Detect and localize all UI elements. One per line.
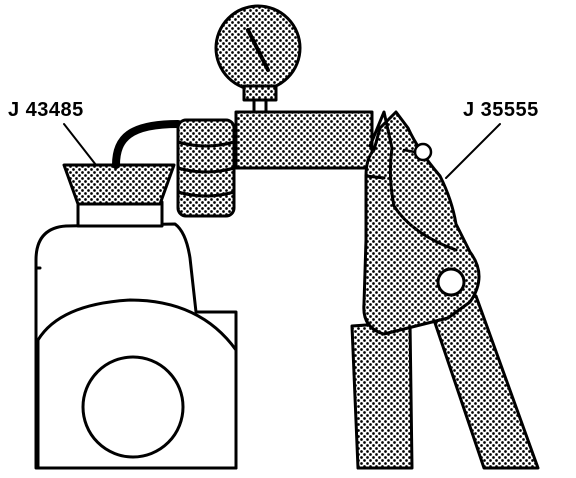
filler-adapter-cone: [62, 163, 176, 206]
gauge-needle: [246, 28, 270, 72]
pressure-gauge: [214, 4, 302, 116]
gauge-stem: [242, 84, 278, 102]
pump-canister: [176, 118, 236, 218]
leader-line-right: [445, 123, 501, 179]
pliers-tool: [350, 110, 540, 470]
pliers-handle-rear: [350, 320, 414, 470]
coolant-reservoir: [34, 200, 238, 470]
label-j43485: J 43485: [8, 99, 84, 121]
pliers-pivot: [436, 267, 466, 297]
pliers-handle-front: [428, 294, 540, 470]
hose-clamp-ring: [413, 142, 433, 162]
reservoir-round-port: [81, 355, 185, 459]
reservoir-neck: [76, 200, 164, 228]
pliers-jaw-lower: [368, 110, 458, 252]
label-j35555: J 35555: [463, 99, 539, 121]
pump-barrel: [234, 110, 374, 170]
leader-line-left: [63, 123, 97, 166]
connecting-hose: [112, 120, 182, 169]
